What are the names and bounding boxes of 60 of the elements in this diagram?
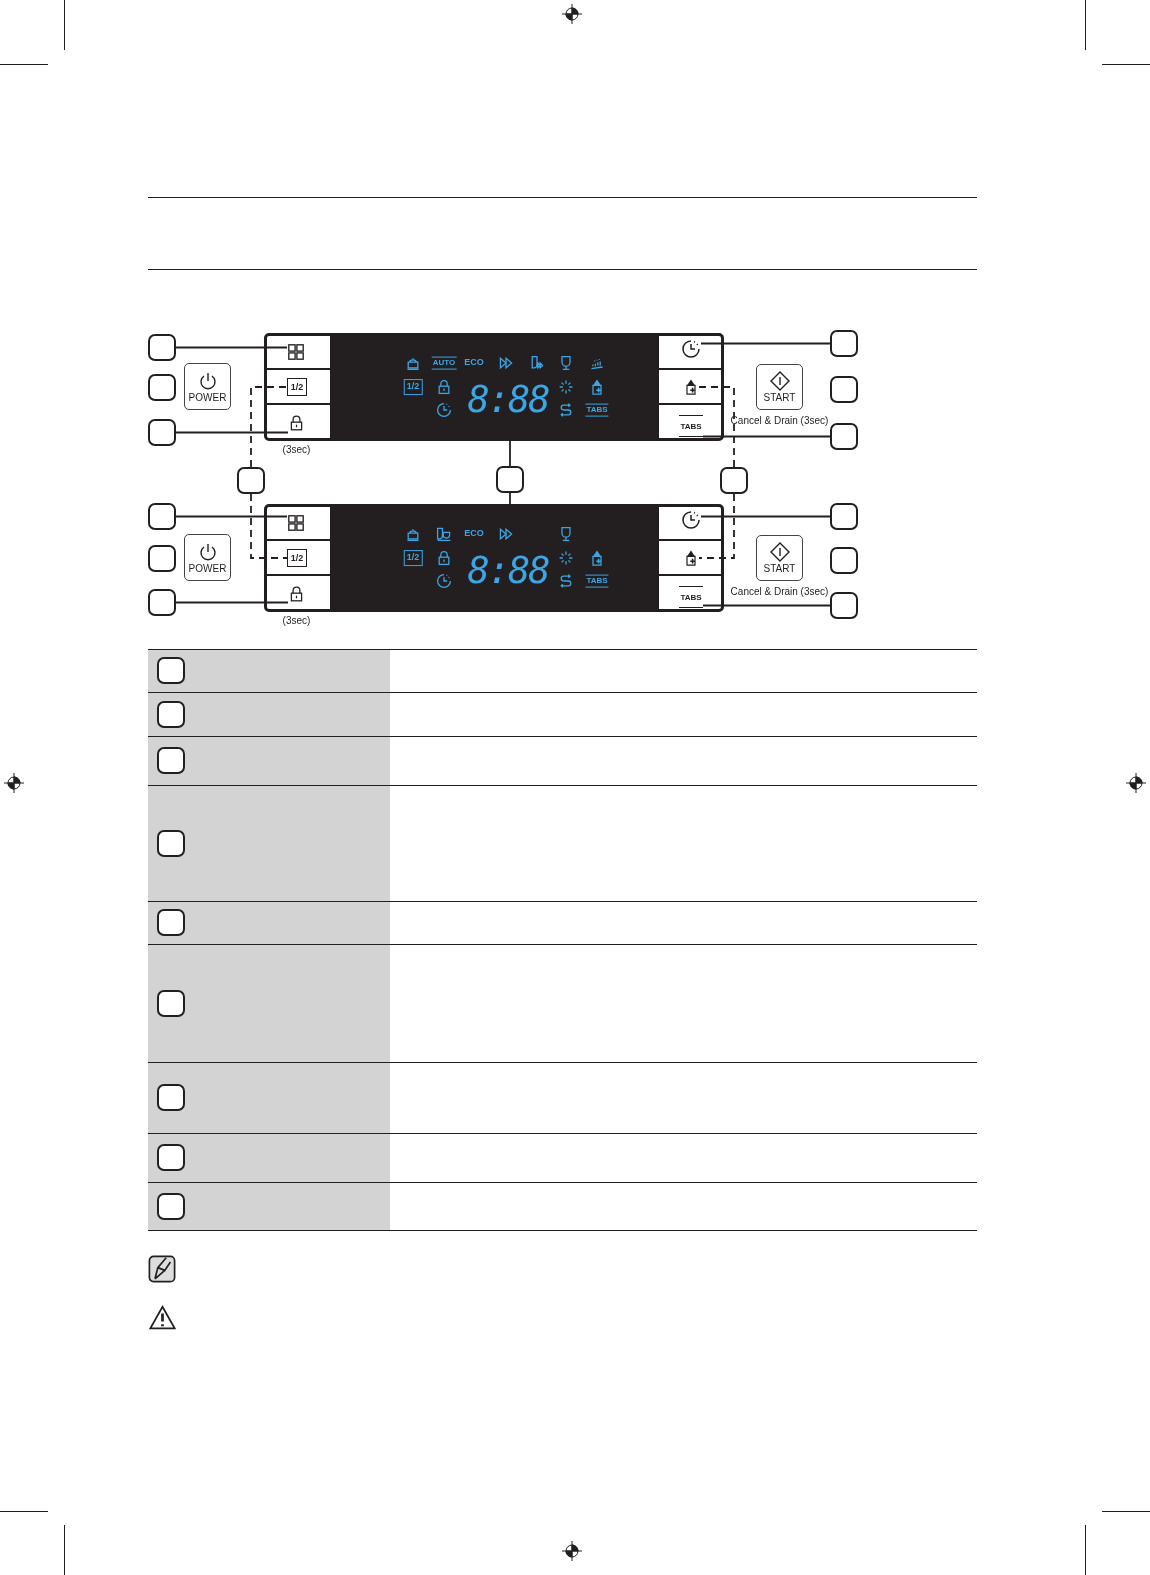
leader-line — [175, 601, 289, 604]
display-panel — [330, 506, 657, 609]
button-caption: (3sec) — [282, 615, 311, 626]
leader-line — [509, 492, 511, 507]
callout-box — [496, 466, 524, 493]
callout-box — [830, 330, 858, 357]
button-caption: Cancel & Drain (3sec) — [730, 586, 829, 597]
leader-line — [250, 386, 288, 468]
callout-box — [720, 467, 748, 494]
callout-box — [157, 909, 185, 936]
leader-line — [175, 515, 288, 518]
callout-box — [157, 1084, 185, 1111]
leader-line — [175, 346, 288, 349]
callout-box — [830, 592, 858, 619]
digit-readout: 8:88 — [467, 550, 549, 592]
leader-line — [700, 515, 831, 518]
callout-box — [157, 701, 185, 728]
callout-box — [148, 545, 176, 572]
start-button: START — [756, 535, 803, 581]
leader-line — [702, 604, 831, 607]
digit-readout: 8:88 — [467, 379, 549, 421]
indicator-text: ECO — [464, 358, 484, 368]
indicator-text: AUTO — [431, 356, 457, 370]
callout-box — [148, 374, 176, 401]
grid-icon — [287, 514, 305, 532]
callout-box — [237, 467, 265, 494]
callout-box — [157, 747, 185, 774]
leader-line — [250, 493, 288, 559]
indicator-text: ECO — [464, 529, 484, 539]
callout-box — [830, 376, 858, 403]
indicator-text: TABS — [585, 574, 609, 588]
power-button: POWER — [184, 534, 231, 581]
leader-line — [698, 386, 735, 468]
grid-icon — [287, 343, 305, 361]
callout-box — [157, 1193, 185, 1220]
leader-line — [698, 493, 735, 559]
callout-box — [148, 419, 176, 446]
button-caption: Cancel & Drain (3sec) — [730, 415, 829, 426]
callout-box — [148, 334, 176, 361]
clock-icon — [681, 510, 701, 530]
half-load-symbol: 1/2 — [287, 378, 307, 396]
button-caption: (3sec) — [282, 444, 311, 455]
leader-line — [700, 342, 831, 345]
callout-box — [830, 423, 858, 450]
callout-box — [830, 547, 858, 574]
leader-line — [702, 435, 831, 438]
callout-box — [157, 990, 185, 1017]
power-button: POWER — [184, 363, 231, 410]
indicator-text: TABS — [585, 403, 609, 417]
callout-box — [148, 589, 176, 616]
start-button: START — [756, 364, 803, 410]
half-load-symbol: 1/2 — [287, 549, 307, 567]
leader-line — [175, 431, 289, 434]
callout-box — [157, 1144, 185, 1171]
callout-box — [148, 503, 176, 530]
callout-box — [157, 830, 185, 857]
clock-icon — [681, 339, 701, 359]
callout-box — [830, 503, 858, 530]
callout-box — [157, 657, 185, 684]
display-panel — [330, 335, 657, 438]
